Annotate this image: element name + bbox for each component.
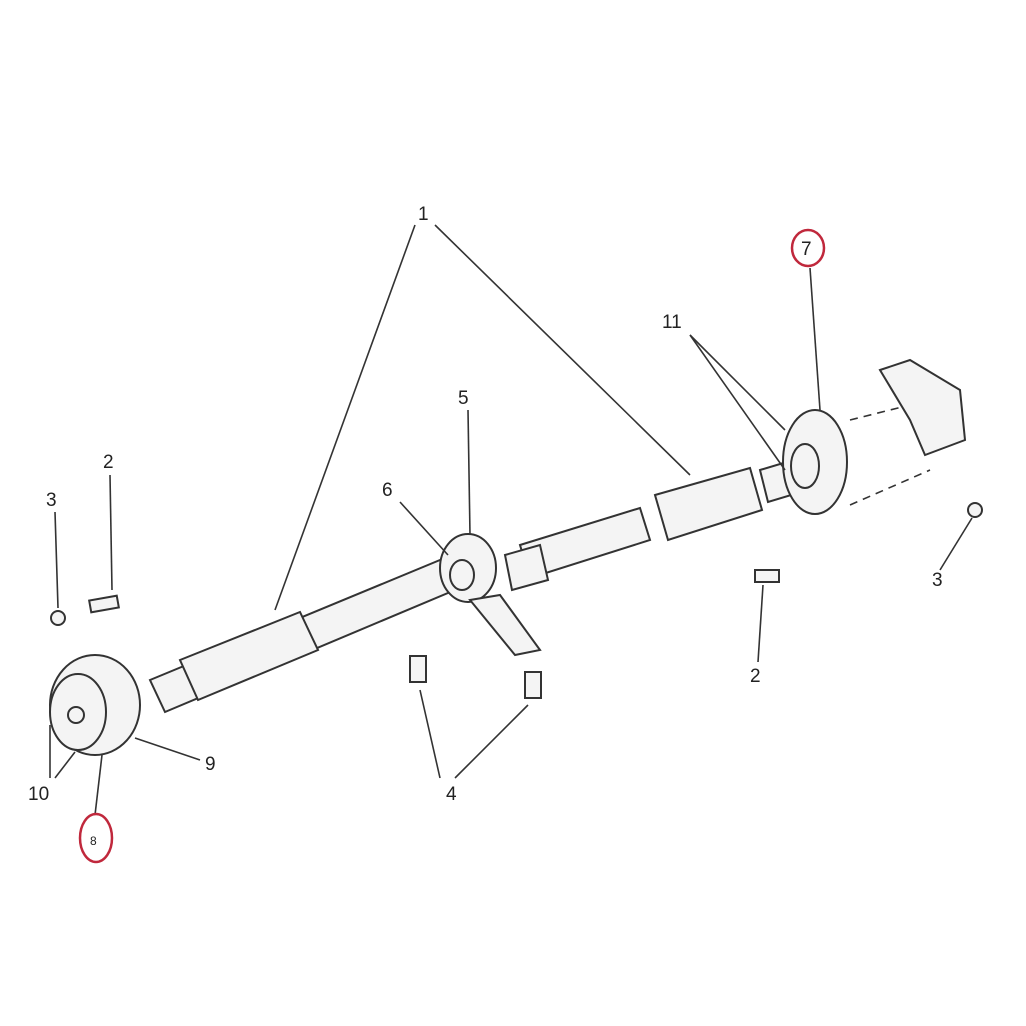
label-2-left: 2 [103,452,114,473]
label-1: 1 [418,204,429,225]
leader-lines [49,224,973,816]
label-6: 6 [382,480,393,501]
highlight-circle-7 [790,228,826,268]
bolts [50,502,983,699]
rear-flex-coupler [782,358,967,515]
label-10: 10 [28,784,49,805]
highlight-circle-8 [78,812,114,864]
label-11: 11 [662,312,682,333]
label-3-right: 3 [932,570,943,591]
label-2-right: 2 [750,666,761,687]
label-7: 7 [801,239,812,260]
label-5: 5 [458,388,469,409]
label-9: 9 [205,754,216,775]
label-8: 8 [90,834,97,848]
center-bearing [439,533,550,657]
front-flex-coupler [49,654,141,756]
rear-shaft [148,456,810,714]
label-3-left: 3 [46,490,57,511]
label-4: 4 [446,784,457,805]
